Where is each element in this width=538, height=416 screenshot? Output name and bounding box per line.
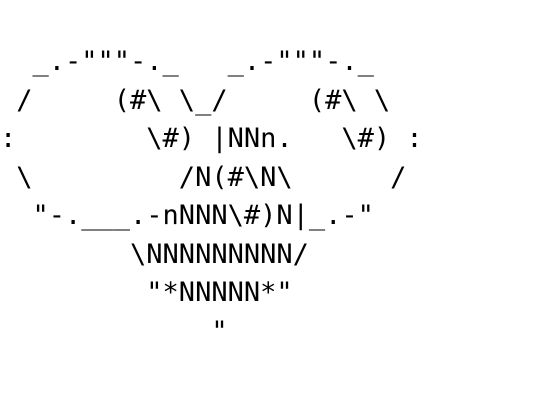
ascii-art-line: "*NNNNN*" bbox=[0, 277, 293, 308]
ascii-art-line: "-.___.-nNNN\#)N|_.-" bbox=[0, 200, 374, 231]
ascii-art-line: \NNNNNNNNN/ bbox=[0, 238, 309, 270]
ascii-art-line: / (#\ \_/ (#\ \ bbox=[0, 84, 391, 116]
ascii-art-line: : \#) |NNn. \#) : bbox=[0, 123, 423, 154]
ascii-art: _.-"""-._ _.-"""-._ / (#\ \_/ (#\ \ : \#)… bbox=[0, 43, 423, 351]
ascii-art-line: _.-"""-._ _.-"""-._ bbox=[0, 46, 374, 77]
ascii-art-line: \ /N(#\N\ / bbox=[0, 161, 407, 193]
ascii-art-line: " bbox=[0, 315, 228, 347]
